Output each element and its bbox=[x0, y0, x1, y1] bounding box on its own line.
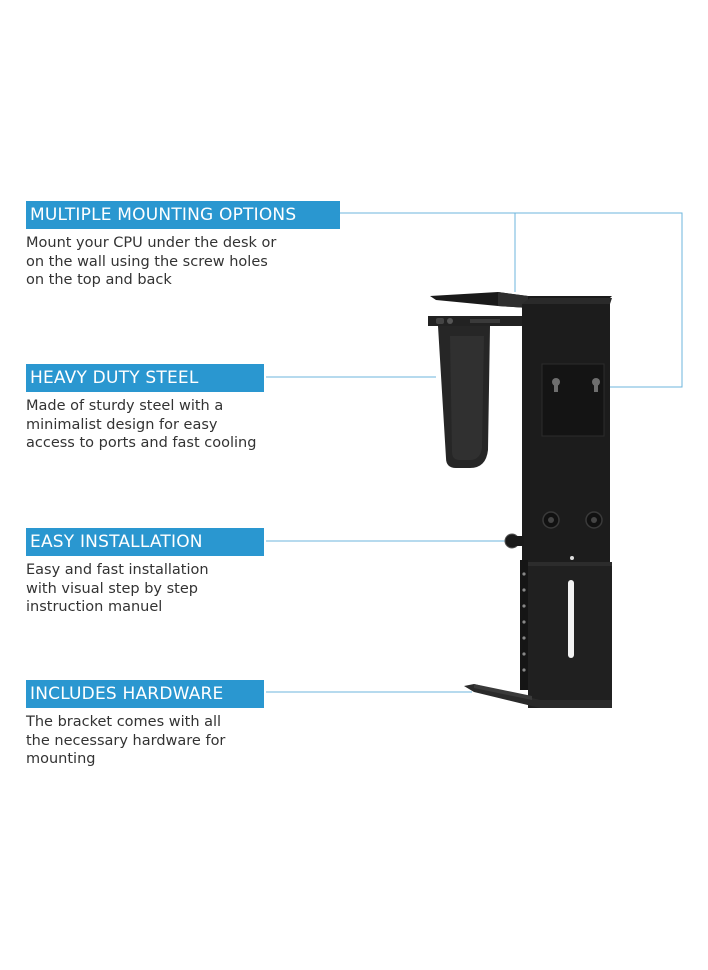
feature-includes-hardware: INCLUDES HARDWARE The bracket comes with… bbox=[26, 680, 316, 769]
feature-description: Made of sturdy steel with a minimalist d… bbox=[26, 398, 257, 451]
feature-description: Mount your CPU under the desk or on the … bbox=[26, 235, 277, 288]
feature-mounting-options: MULTIPLE MOUNTING OPTIONS Mount your CPU… bbox=[26, 201, 340, 290]
callout-line-mounting bbox=[340, 212, 683, 388]
feature-heavy-duty-steel: HEAVY DUTY STEEL Made of sturdy steel wi… bbox=[26, 364, 316, 453]
feature-description: The bracket comes with all the necessary… bbox=[26, 714, 226, 767]
feature-title: MULTIPLE MOUNTING OPTIONS bbox=[26, 201, 340, 229]
feature-title: EASY INSTALLATION bbox=[26, 528, 264, 556]
cpu-bracket-image bbox=[428, 292, 612, 708]
feature-title: HEAVY DUTY STEEL bbox=[26, 364, 264, 392]
feature-description: Easy and fast installation with visual s… bbox=[26, 562, 209, 615]
feature-title: INCLUDES HARDWARE bbox=[26, 680, 264, 708]
wall-mount-plate bbox=[541, 363, 605, 437]
feature-easy-installation: EASY INSTALLATION Easy and fast installa… bbox=[26, 528, 316, 617]
slide-slot bbox=[568, 580, 574, 658]
callout-lines bbox=[266, 212, 683, 693]
bracket-bottom-foot bbox=[464, 684, 612, 708]
